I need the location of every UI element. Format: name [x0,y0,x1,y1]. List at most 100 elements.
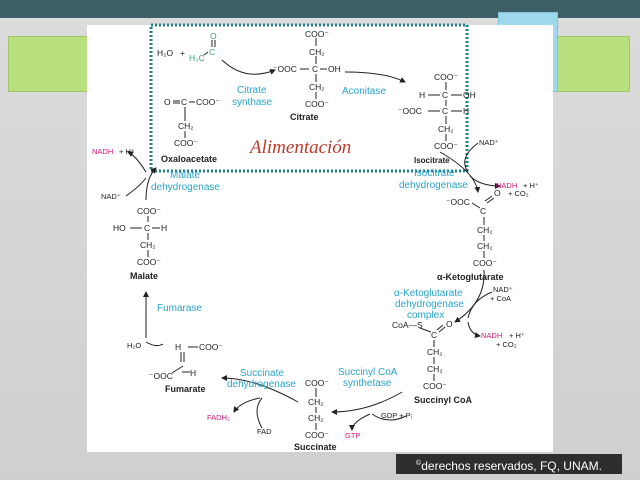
arrow-aconitase [344,71,406,83]
arrow-gtp [349,413,371,431]
citrate-coo-bottom: COO⁻ [305,99,329,109]
nadh-isocitrate: NADH [496,181,517,190]
diagram-panel [87,25,553,452]
succinyl-coa-ch2-1: CH₂ [427,347,443,357]
isocitrate-h: H [419,90,425,100]
citrate-ch2-2: CH₂ [309,82,325,92]
succinate-ch2-1: CH₂ [308,397,324,407]
arrow-akg-dh [454,269,485,323]
h2o-fumarase: H₂O [127,341,141,350]
fumarate-coo: COO⁻ [199,342,223,352]
arrow-succinyl-coa-synthetase [331,391,403,415]
isocitrate-ooc: ⁻OOC [398,106,422,116]
ketoglutarate-name: α-Ketoglutarate [437,272,504,282]
malate-c: C [144,223,150,233]
succinyl-coa-ch2-2: CH₂ [427,364,443,374]
succinyl-coa-c: C [431,330,437,340]
enzyme-isocitrate-dh-2: dehydrogenase [399,180,468,191]
arrow-isocitrate-dh [439,151,481,193]
co2-isocitrate: + CO₂ [508,189,529,198]
isocitrate-coo-top: COO⁻ [434,72,458,82]
arrow-nadh-malate [127,151,147,173]
fumarate-h: H [175,342,181,352]
bond-lines [130,38,495,430]
arrow-nad-akg [467,291,493,319]
oxaloacetate-c: C [181,97,187,107]
gtp: GTP [345,431,360,440]
enzyme-succinyl-coa-synthetase-1: Succinyl CoA [338,367,398,378]
acetyl-c: C [209,47,215,57]
ketoglutarate-o: O [494,188,501,198]
enzyme-akg-dh-1: α-Ketoglutarate [394,288,463,299]
decorative-top-bar [0,0,640,18]
reaction-arrows [125,59,501,431]
citrate-c: C [312,64,318,74]
succinate-name: Succinate [294,442,337,452]
isocitrate-ch2: CH₂ [438,124,454,134]
arrow-nadh-isocitrate [469,175,501,189]
malate-ch2: CH₂ [140,240,156,250]
oxaloacetate-name: Oxaloacetate [161,154,217,164]
arrow-fadh2 [233,397,261,413]
plus-h-akg: + H⁺ [509,331,525,340]
citrate-oh: OH [328,64,341,74]
succinyl-coa-name: Succinyl CoA [414,395,473,405]
enzyme-akg-dh-3: complex [407,310,444,321]
fadh2: FADH₂ [207,413,230,422]
succinyl-coa-o: O [446,319,453,329]
ketoglutarate-ch2-1: CH₂ [477,225,493,235]
ketoglutarate-c: C [480,206,486,216]
arrow-nad-isocitrate [464,142,479,173]
oxaloacetate-ch2: CH₂ [178,121,194,131]
arrow-malate-dh [145,167,157,201]
nadh-akg: NADH [481,331,502,340]
feeding-dotted-box [149,23,469,173]
nad-akg: NAD⁺ [493,285,513,294]
citrate-ooc: ⁻OOC [273,64,297,74]
arrow-gdp [371,413,407,421]
enzyme-citrate-synthase-2: synthase [232,97,272,108]
nad-isocitrate: NAD⁺ [479,138,499,147]
oxaloacetate-coo: COO⁻ [196,97,220,107]
isocitrate-h2: H [463,106,469,116]
enzyme-akg-dh-2: dehydrogenase [395,299,464,310]
copyright-symbol: © [416,460,422,467]
acetyl-o: O [210,31,217,41]
alimentacion-title: Alimentación [248,137,351,158]
succinate-ch2-2: CH₂ [308,413,324,423]
citrate-name: Citrate [290,112,319,122]
arrow-fad [256,397,263,429]
co2-akg: + CO₂ [496,340,517,349]
ketoglutarate-ch2-2: CH₂ [477,241,493,251]
acetyl-plus: + [180,48,185,58]
enzyme-citrate-synthase-1: Citrate [237,85,267,96]
isocitrate-c1: C [442,90,448,100]
nadh-malate: NADH [92,147,113,156]
plus-h-isocitrate: + H⁺ [523,181,539,190]
isocitrate-coo-bottom: COO⁻ [434,141,458,151]
oxaloacetate-o: O [164,97,171,107]
fumarate-h2: H [190,368,196,378]
enzyme-malate-dh-1: Malate [170,170,200,181]
oxaloacetate-coo-bottom: COO⁻ [174,138,198,148]
acetyl-h2o: H₂O [157,48,173,58]
enzyme-succinyl-coa-synthetase-2: synthetase [343,378,392,389]
ketoglutarate-ooc: ⁻OOC [446,197,470,207]
isocitrate-oh: OH [463,90,476,100]
enzyme-aconitase: Aconitase [342,86,386,97]
succinyl-coa-s: CoA—S [392,320,423,330]
acetyl-h3c: H₃C [189,53,205,63]
arrow-h2o-fumarase [145,341,164,347]
fumarate-name: Fumarate [165,384,206,394]
malate-ho: HO [113,223,126,233]
copyright-notice: ©derechos reservados, FQ, UNAM. [396,454,622,474]
succinyl-coa-coo: COO⁻ [423,381,447,391]
malate-coo-top: COO⁻ [137,206,161,216]
ketoglutarate-coo: COO⁻ [473,258,497,268]
malate-name: Malate [130,271,158,281]
succinate-coo-top: COO⁻ [305,378,329,388]
coa-akg: + CoA [490,294,511,303]
arrow-nadh-akg [467,321,481,338]
citrate-ch2-1: CH₂ [309,47,325,57]
isocitrate-c2: C [442,106,448,116]
